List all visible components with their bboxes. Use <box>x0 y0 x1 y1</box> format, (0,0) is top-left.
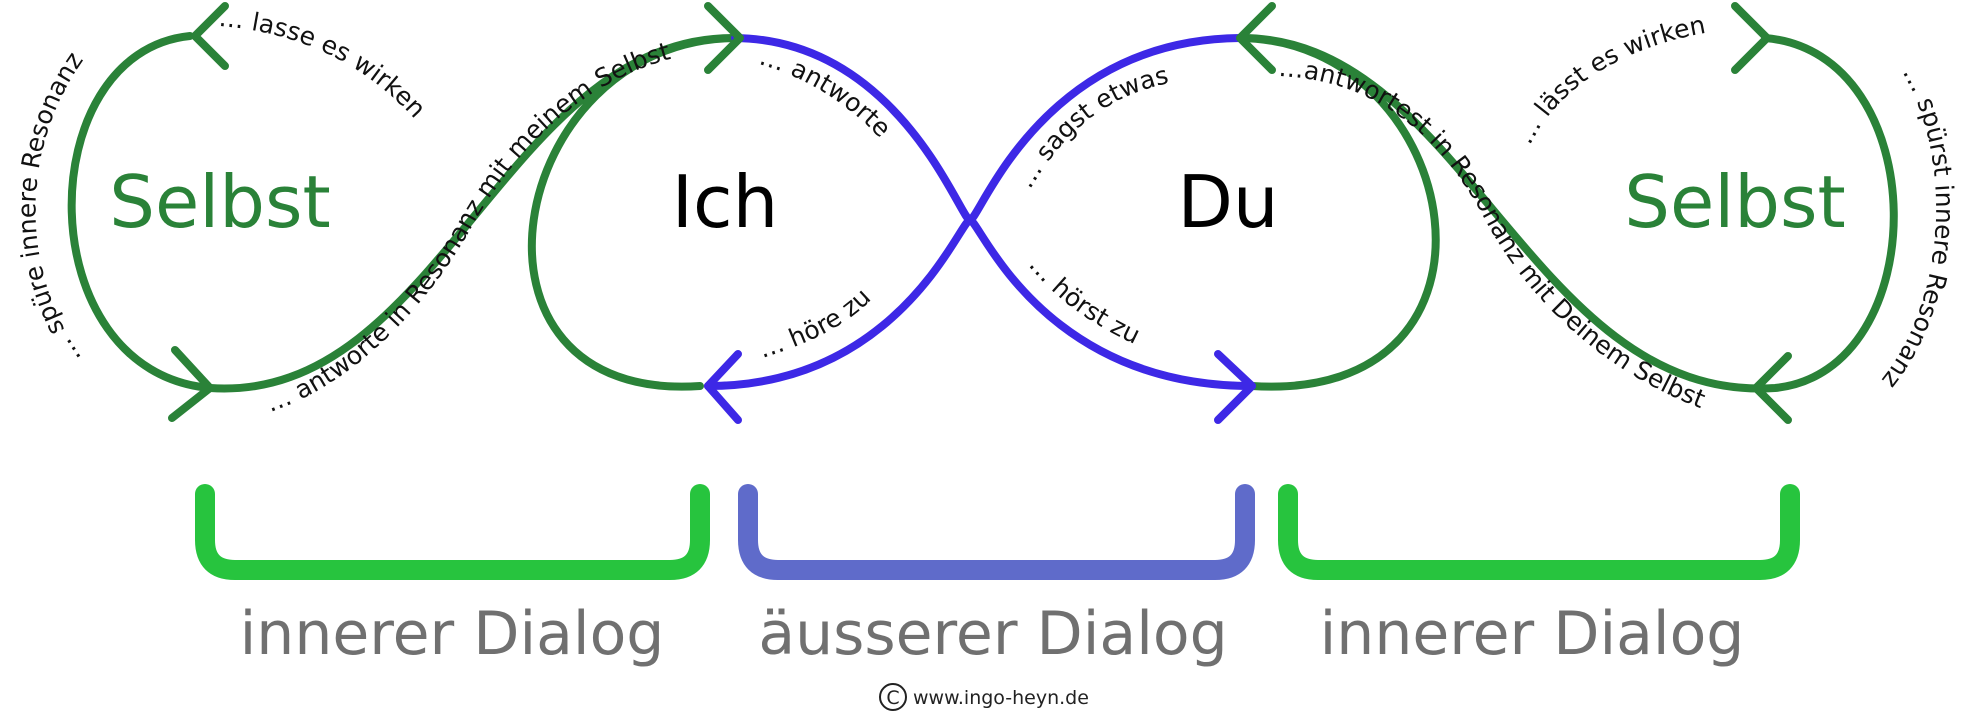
copyright-notice: C www.ingo-heyn.de <box>879 683 1089 711</box>
copyright-symbol: C <box>886 687 899 709</box>
bracket-outer-middle <box>738 484 1255 580</box>
caption-inner-dialog-left: innerer Dialog <box>240 599 665 669</box>
node-selbst-left: Selbst <box>109 160 330 244</box>
arrowheads <box>168 2 1792 424</box>
label-spuere-innere-resonanz: … spüre innere Resonanz <box>12 47 88 371</box>
inner-loop-left <box>67 32 739 393</box>
left-loop-path <box>67 32 739 393</box>
label-lasse-es-wirken: … lasse es wirken <box>217 3 431 123</box>
bracket-inner-left <box>195 484 710 580</box>
node-selbst-right: Selbst <box>1624 160 1845 244</box>
arrow-left-bottom-icon <box>168 346 214 422</box>
arrow-ich-bottom-icon <box>704 350 742 424</box>
node-du: Du <box>1177 160 1278 244</box>
label-hoere-zu: … höre zu <box>755 282 876 364</box>
arrow-right-top-icon <box>1731 2 1771 74</box>
caption-outer-dialog: äusserer Dialog <box>758 599 1227 669</box>
label-spuerst-innere-resonanz: … spürst innere Resonanz <box>1876 61 1959 394</box>
outer-loop <box>704 34 1256 390</box>
arrow-left-top-icon <box>191 2 229 70</box>
arrow-ich-top-icon <box>704 2 744 74</box>
outer-loop-path <box>704 34 1256 390</box>
arrow-du-top-icon <box>1236 2 1276 74</box>
brackets <box>195 484 1800 580</box>
right-loop-path <box>1236 33 1898 393</box>
inner-loop-right <box>1236 33 1898 393</box>
label-laesst-es-wirken: … lässt es wirken <box>1509 10 1707 149</box>
label-hoerst-zu: … hörst zu <box>1023 250 1144 350</box>
copyright-site: www.ingo-heyn.de <box>913 687 1089 709</box>
node-ich: Ich <box>672 160 778 244</box>
arrow-du-bottom-icon <box>1214 350 1256 424</box>
arrow-right-bottom-icon <box>1752 352 1792 424</box>
copyright-icon <box>879 683 907 711</box>
caption-inner-dialog-right: innerer Dialog <box>1320 599 1745 669</box>
bracket-inner-right <box>1278 484 1800 580</box>
